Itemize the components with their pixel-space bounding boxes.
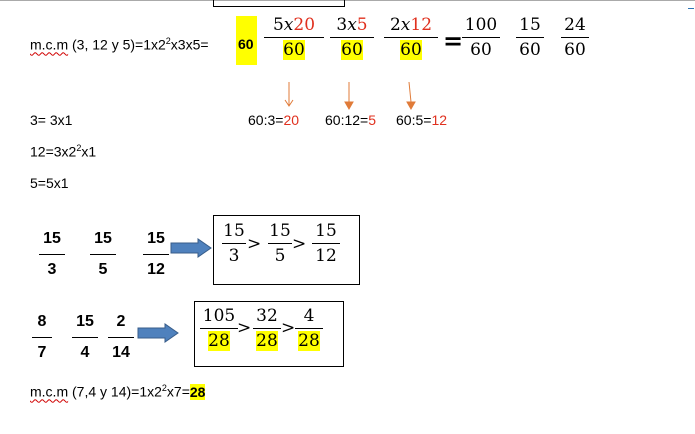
fraction-top-3: 2x12 60 bbox=[384, 15, 438, 60]
mcm-exponent: 2 bbox=[165, 36, 171, 46]
blue-arrow-icon-1 bbox=[170, 238, 212, 258]
division-1: 60:3=20 bbox=[248, 112, 300, 128]
orange-arrow-1 bbox=[284, 82, 294, 107]
mcm-line-2: m.c.m (7,4 y 14)=1x22x7=28 bbox=[30, 383, 206, 400]
division-3: 60:5=12 bbox=[396, 112, 448, 128]
mcm-expression-2: (7,4 y 14)=1x2 bbox=[68, 383, 162, 400]
box2-gt-1: > bbox=[237, 318, 252, 338]
blue-arrow-icon-2 bbox=[137, 323, 179, 343]
box1-gt-2: > bbox=[292, 234, 307, 254]
mcm-result-highlight bbox=[236, 16, 257, 65]
mcm-result-2: 28 bbox=[189, 383, 206, 400]
factorization-3: 3= 3x1 bbox=[30, 112, 73, 128]
mcm-expression: (3, 12 y 5)=1x2 bbox=[68, 36, 166, 53]
mcm-expression-end: x3x5= bbox=[170, 36, 209, 53]
mcm-word-2: m.c.m bbox=[30, 383, 69, 400]
fraction-top-2: 3x5 60 bbox=[330, 15, 374, 60]
orange-arrow-2 bbox=[344, 82, 354, 111]
mcm-expression-end-2: x7= bbox=[166, 383, 190, 400]
division-2: 60:12=5 bbox=[325, 112, 377, 128]
mcm-word: m.c.m bbox=[30, 36, 69, 53]
top-border-line bbox=[0, 0, 695, 1]
factorization-5: 5=5x1 bbox=[30, 175, 69, 191]
mcm-line-1: m.c.m (3, 12 y 5)=1x22x3x5= bbox=[30, 36, 209, 53]
mcm-exponent-2: 2 bbox=[161, 383, 167, 393]
box1-gt-1: > bbox=[247, 234, 262, 254]
top-partial-box bbox=[213, 0, 345, 7]
fraction-result-3: 24 60 bbox=[561, 15, 589, 60]
box2-gt-2: > bbox=[281, 318, 296, 338]
fraction-result-2: 15 60 bbox=[516, 15, 544, 60]
factorization-12: 12=3x22x1 bbox=[30, 143, 97, 160]
mcm-result: 60 bbox=[238, 36, 254, 52]
orange-arrow-3 bbox=[406, 81, 416, 111]
orange-arrows bbox=[284, 81, 416, 111]
equals-sign: = bbox=[443, 26, 464, 55]
fraction-result-1: 100 60 bbox=[462, 15, 500, 60]
top-blue-mark bbox=[688, 8, 694, 9]
fraction-top-1: 5x20 60 bbox=[264, 15, 324, 60]
comparison-box-1 bbox=[213, 215, 360, 285]
